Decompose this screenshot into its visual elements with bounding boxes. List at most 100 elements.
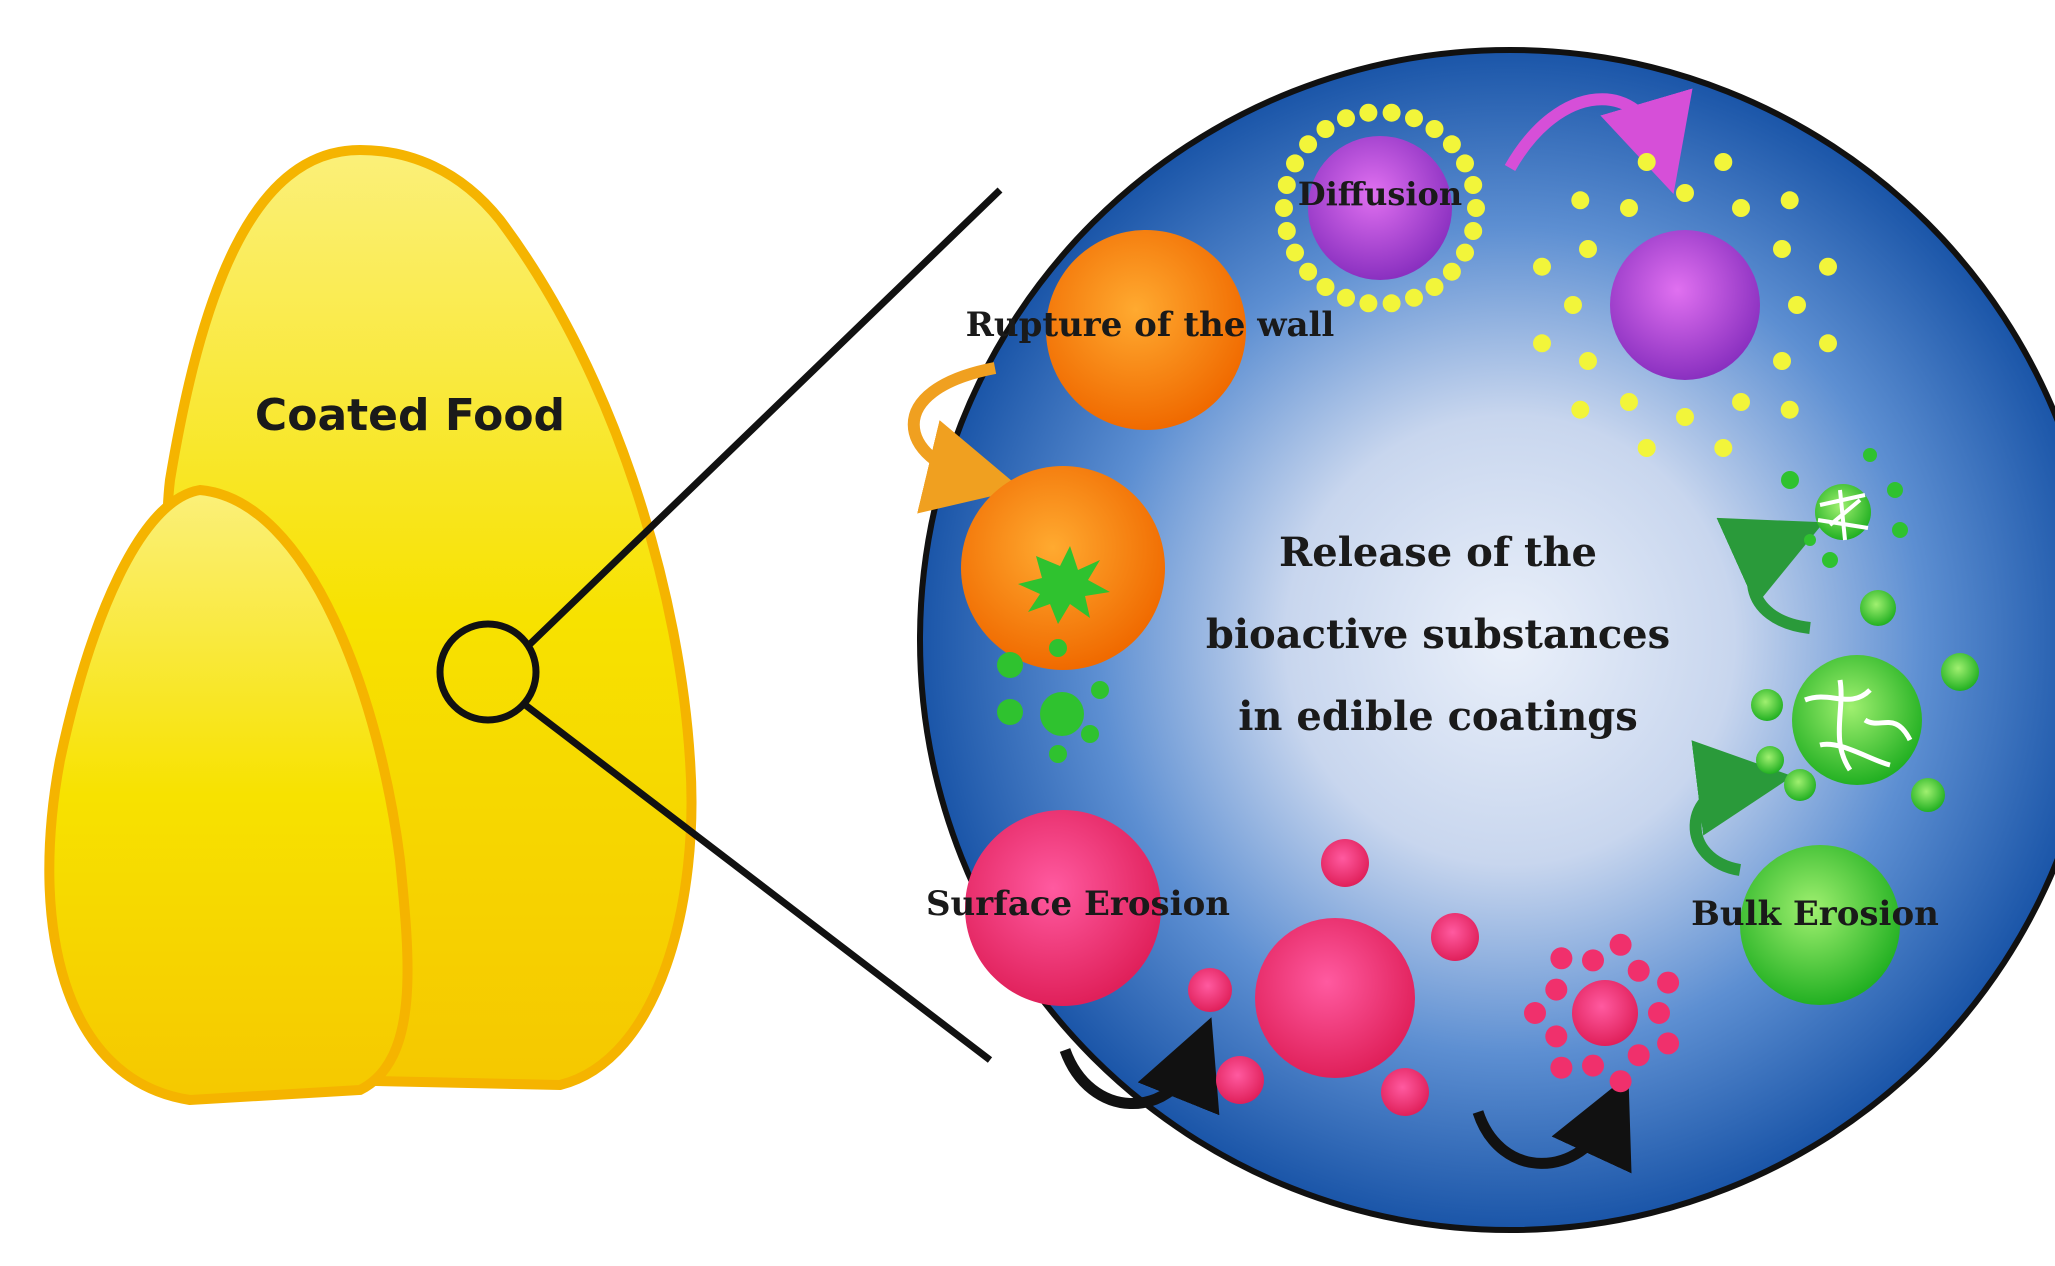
center-title: Release of the bioactive substances in e… <box>1206 529 1670 740</box>
released-dot <box>1545 978 1568 1001</box>
rupture-burst <box>1018 546 1110 624</box>
released-dot <box>1316 120 1335 138</box>
released-dot <box>1780 400 1799 419</box>
green-particle <box>1091 681 1109 699</box>
green-particle <box>997 652 1023 678</box>
released-dot <box>1277 222 1296 240</box>
bulk-erosion-arrow-1 <box>1689 740 1793 876</box>
released-dot <box>1819 257 1837 276</box>
released-dot <box>1275 199 1293 217</box>
released-dot <box>1620 199 1638 217</box>
surface-erosion-arrow-1 <box>1059 1017 1220 1116</box>
released-dot <box>1382 103 1401 122</box>
green-particle <box>1860 590 1896 626</box>
released-dot <box>1657 1032 1680 1055</box>
released-dot <box>1637 153 1656 171</box>
released-dot <box>1627 1044 1650 1067</box>
released-dot <box>1550 1056 1573 1079</box>
green-particle <box>1887 482 1903 498</box>
released-dot <box>1571 400 1590 419</box>
green-particle <box>1822 552 1838 568</box>
surface-erosion-sphere-final <box>1572 980 1638 1046</box>
released-dot <box>1732 393 1750 411</box>
released-dot <box>1714 439 1733 457</box>
released-dot <box>1564 296 1582 314</box>
diffusion-mechanism: Diffusion <box>1275 88 1837 457</box>
zoom-line-upper <box>525 187 1003 649</box>
green-particle <box>1081 725 1099 743</box>
rupture-mechanism: Rupture of the wall <box>907 230 1335 763</box>
rupture-released-particles <box>997 639 1109 763</box>
released-dot <box>1732 199 1750 217</box>
released-dot <box>1637 439 1656 457</box>
rupture-arrow <box>907 362 1022 514</box>
green-particle <box>1863 448 1877 462</box>
food-front-piece <box>44 484 413 1106</box>
released-dot <box>1773 352 1791 370</box>
released-dot <box>1780 191 1799 210</box>
released-dot <box>1533 334 1551 353</box>
zoom-line-lower <box>521 701 993 1063</box>
diffusion-dot-ring-1 <box>1275 103 1485 313</box>
pink-particle <box>1381 1068 1429 1116</box>
released-dot <box>1299 135 1318 154</box>
bulk-erosion-label: Bulk Erosion <box>1691 894 1939 934</box>
released-dot <box>1676 408 1694 426</box>
bulk-erosion-arrow-2 <box>1716 518 1824 634</box>
green-particle <box>1781 471 1799 489</box>
pink-particle <box>1216 1056 1264 1104</box>
released-dot <box>1359 294 1378 313</box>
released-dot <box>1627 959 1650 982</box>
released-dot <box>1773 240 1791 258</box>
released-dot <box>1620 393 1638 411</box>
released-dot <box>1545 1025 1568 1048</box>
released-dot <box>1571 191 1590 210</box>
bulk-erosion-mechanism: Bulk Erosion <box>1689 448 1979 1005</box>
bulk-erosion-cracks <box>1804 679 1913 772</box>
released-dot <box>1788 296 1806 314</box>
released-dot <box>1405 109 1423 128</box>
released-dot <box>1456 243 1474 262</box>
surface-erosion-sphere <box>965 810 1161 1006</box>
released-dot <box>1337 288 1355 307</box>
released-dot <box>1582 949 1604 972</box>
green-particle <box>1911 778 1945 812</box>
released-dot <box>1359 103 1378 122</box>
diffusion-sphere-released <box>1610 230 1760 380</box>
green-particle <box>1784 769 1816 801</box>
bulk-erosion-sphere-cracked <box>1792 655 1922 785</box>
released-dot <box>1277 176 1296 194</box>
released-dot <box>1464 222 1483 240</box>
released-dot <box>1286 243 1304 262</box>
coated-food: Coated Food <box>44 144 697 1106</box>
released-dot <box>1657 971 1680 994</box>
released-dot <box>1714 153 1733 171</box>
surface-erosion-label: Surface Erosion <box>926 884 1230 924</box>
released-dot <box>1405 288 1423 307</box>
bulk-erosion-fragments <box>1781 448 1908 568</box>
coated-food-label: Coated Food <box>255 390 565 441</box>
rupture-label: Rupture of the wall <box>966 305 1335 345</box>
diffusion-arrow <box>1504 88 1693 195</box>
bulk-erosion-fragment-cracks <box>1817 489 1869 541</box>
released-dot <box>1425 120 1444 138</box>
green-particle <box>1941 653 1979 691</box>
magnifier-ring <box>436 620 540 724</box>
diffusion-sphere <box>1308 136 1452 280</box>
green-particle <box>1049 639 1067 657</box>
released-dot <box>1609 1070 1632 1093</box>
released-dot <box>1524 1002 1546 1024</box>
released-dot <box>1425 278 1444 296</box>
green-particle <box>1751 689 1783 721</box>
released-dot <box>1819 334 1837 353</box>
zoom-indicator <box>436 187 1003 1063</box>
green-particle <box>1804 534 1816 546</box>
surface-erosion-arrow-2 <box>1472 1075 1632 1174</box>
released-dot <box>1456 154 1474 173</box>
diffusion-label: Diffusion <box>1298 175 1462 213</box>
released-dot <box>1316 278 1335 296</box>
green-particle <box>1049 745 1067 763</box>
released-dot <box>1442 262 1461 281</box>
